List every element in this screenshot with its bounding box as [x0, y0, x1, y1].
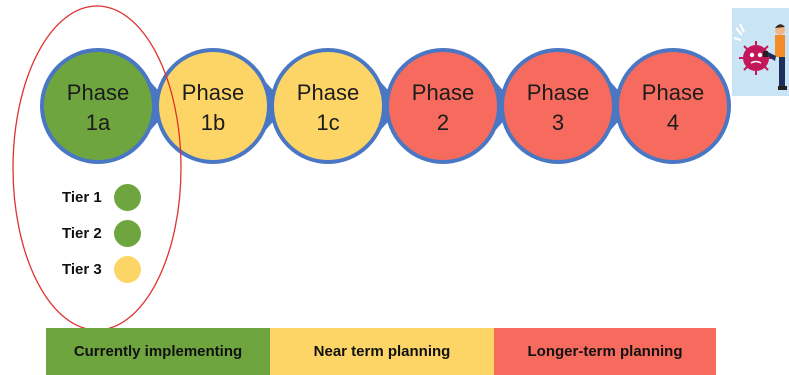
tier-label: Tier 3 [62, 260, 102, 278]
phase-label: Phase [67, 80, 129, 105]
phase-node-4: Phase 4 [615, 48, 731, 164]
phase-node-1c: Phase 1c [270, 48, 386, 164]
tier-label: Tier 1 [62, 188, 102, 206]
phase-circle [385, 48, 501, 164]
phase-label: Phase [297, 80, 359, 105]
phase-circle [615, 48, 731, 164]
phase-circle [500, 48, 616, 164]
tier-dot-yellow [114, 255, 141, 283]
phase-circle [40, 48, 156, 164]
legend-label: Longer-term planning [527, 343, 683, 360]
legend-label: Currently implementing [73, 343, 243, 360]
phase-node-1a: Phase 1a [40, 48, 156, 164]
phase-id: 1c [316, 110, 339, 135]
phase-node-3: Phase 3 [500, 48, 616, 164]
person-kicking-virus-icon [732, 8, 789, 96]
phase-label: Phase [527, 80, 589, 105]
phase-id: 1a [86, 110, 111, 135]
phase-id: 2 [437, 110, 449, 135]
legend-currently-implementing: Currently implementing [46, 328, 270, 375]
phase-id: 1b [201, 110, 225, 135]
tier-label: Tier 2 [62, 224, 102, 242]
legend-longer-term-planning: Longer-term planning [494, 328, 716, 375]
legend-near-term-planning: Near term planning [270, 328, 494, 375]
tier-dot-green [114, 219, 141, 247]
tier-row-1: Tier 1 [62, 182, 141, 212]
tier-dot-green [114, 183, 141, 211]
legend-label: Near term planning [313, 343, 451, 360]
phase-label: Phase [642, 80, 704, 105]
phase-circle [155, 48, 271, 164]
tier-row-3: Tier 3 [62, 254, 141, 284]
phase-circle [270, 48, 386, 164]
phase-id: 4 [667, 110, 679, 135]
tier-row-2: Tier 2 [62, 218, 141, 248]
phase-label: Phase [412, 80, 474, 105]
phase-id: 3 [552, 110, 564, 135]
phase-label: Phase [182, 80, 244, 105]
phase-node-1b: Phase 1b [155, 48, 271, 164]
phase-sequence: Phase 1a Phase 1b Phase 1c Phase 2 Phase 3 Phase 4 [40, 48, 731, 164]
phase-node-2: Phase 2 [385, 48, 501, 164]
